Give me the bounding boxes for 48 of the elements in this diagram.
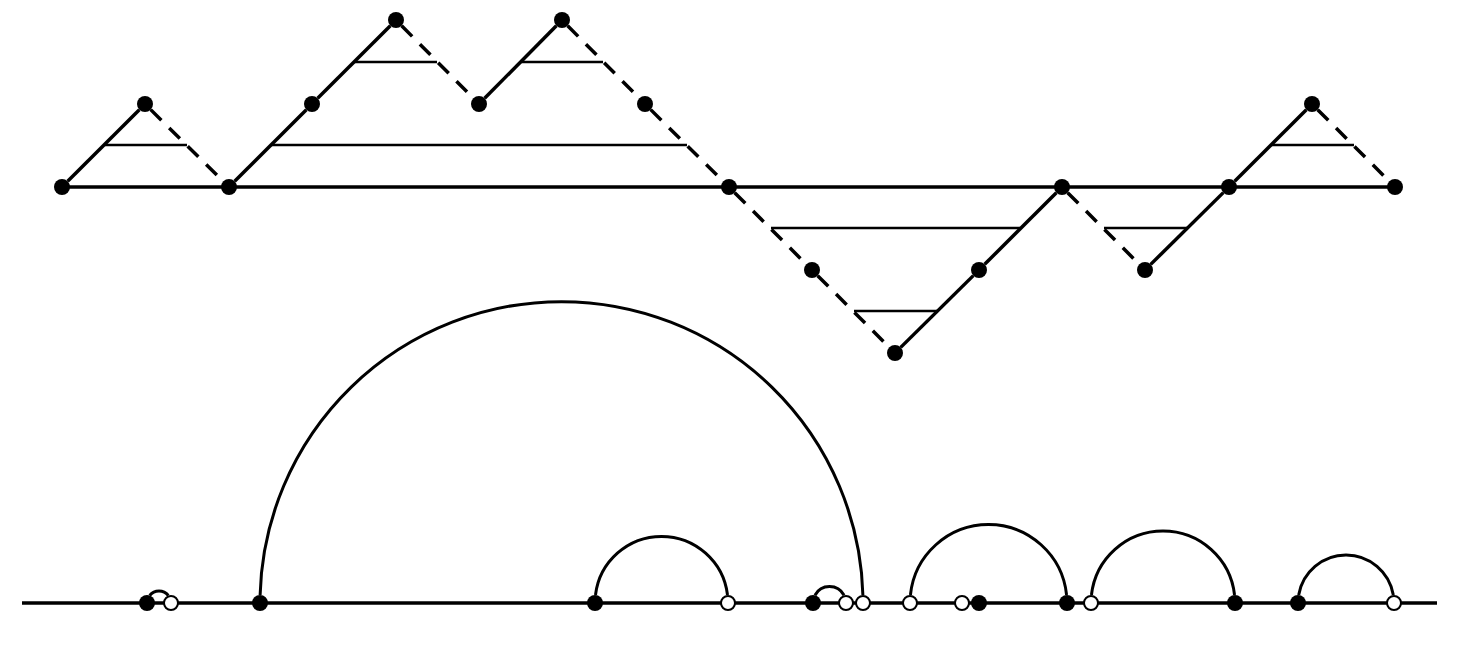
vertex-dot [252, 595, 268, 611]
vertex-dot [54, 179, 70, 195]
arc-connector [258, 300, 865, 596]
path-segment [316, 24, 392, 100]
path-segment [233, 108, 308, 183]
vertex-dot [637, 96, 653, 112]
vertex-dot [471, 96, 487, 112]
path-segment [899, 274, 975, 349]
vertex-dot [1054, 179, 1070, 195]
arc-connector [1297, 553, 1395, 596]
vertex-dot [721, 179, 737, 195]
vertex-dot [388, 12, 404, 28]
vertex-dot [887, 345, 903, 361]
path-segment [483, 24, 558, 100]
vertex-dot [1304, 96, 1320, 112]
vertex-dot [804, 262, 820, 278]
vertex-dot [1221, 179, 1237, 195]
path-segment [1149, 191, 1225, 266]
path-segment [1233, 108, 1308, 183]
open-vertex [1083, 595, 1099, 611]
vertex-dot [587, 595, 603, 611]
path-segment [66, 108, 141, 183]
vertex-dot [805, 595, 821, 611]
vertex-dot [304, 96, 320, 112]
vertex-dot [221, 179, 237, 195]
vertex-dot [1290, 595, 1306, 611]
open-vertex [1386, 595, 1402, 611]
open-vertex [855, 595, 871, 611]
open-vertex [838, 595, 854, 611]
arc-connector [594, 535, 729, 596]
vertex-dot [971, 262, 987, 278]
arc-connector [148, 589, 170, 597]
arc-connector [813, 585, 846, 597]
vertex-dot [1387, 179, 1403, 195]
vertex-dot [137, 96, 153, 112]
vertex-dot [554, 12, 570, 28]
open-vertex [720, 595, 736, 611]
vertex-dot [1227, 595, 1243, 611]
open-vertex [902, 595, 918, 611]
vertex-dot [1137, 262, 1153, 278]
path-segment [983, 191, 1058, 266]
arc-connector [1089, 529, 1237, 596]
vertex-dot [1059, 595, 1075, 611]
arc-connector [908, 523, 1069, 596]
open-vertex [954, 595, 970, 611]
vertex-dot [139, 595, 155, 611]
open-vertex [163, 595, 179, 611]
vertex-dot [971, 595, 987, 611]
